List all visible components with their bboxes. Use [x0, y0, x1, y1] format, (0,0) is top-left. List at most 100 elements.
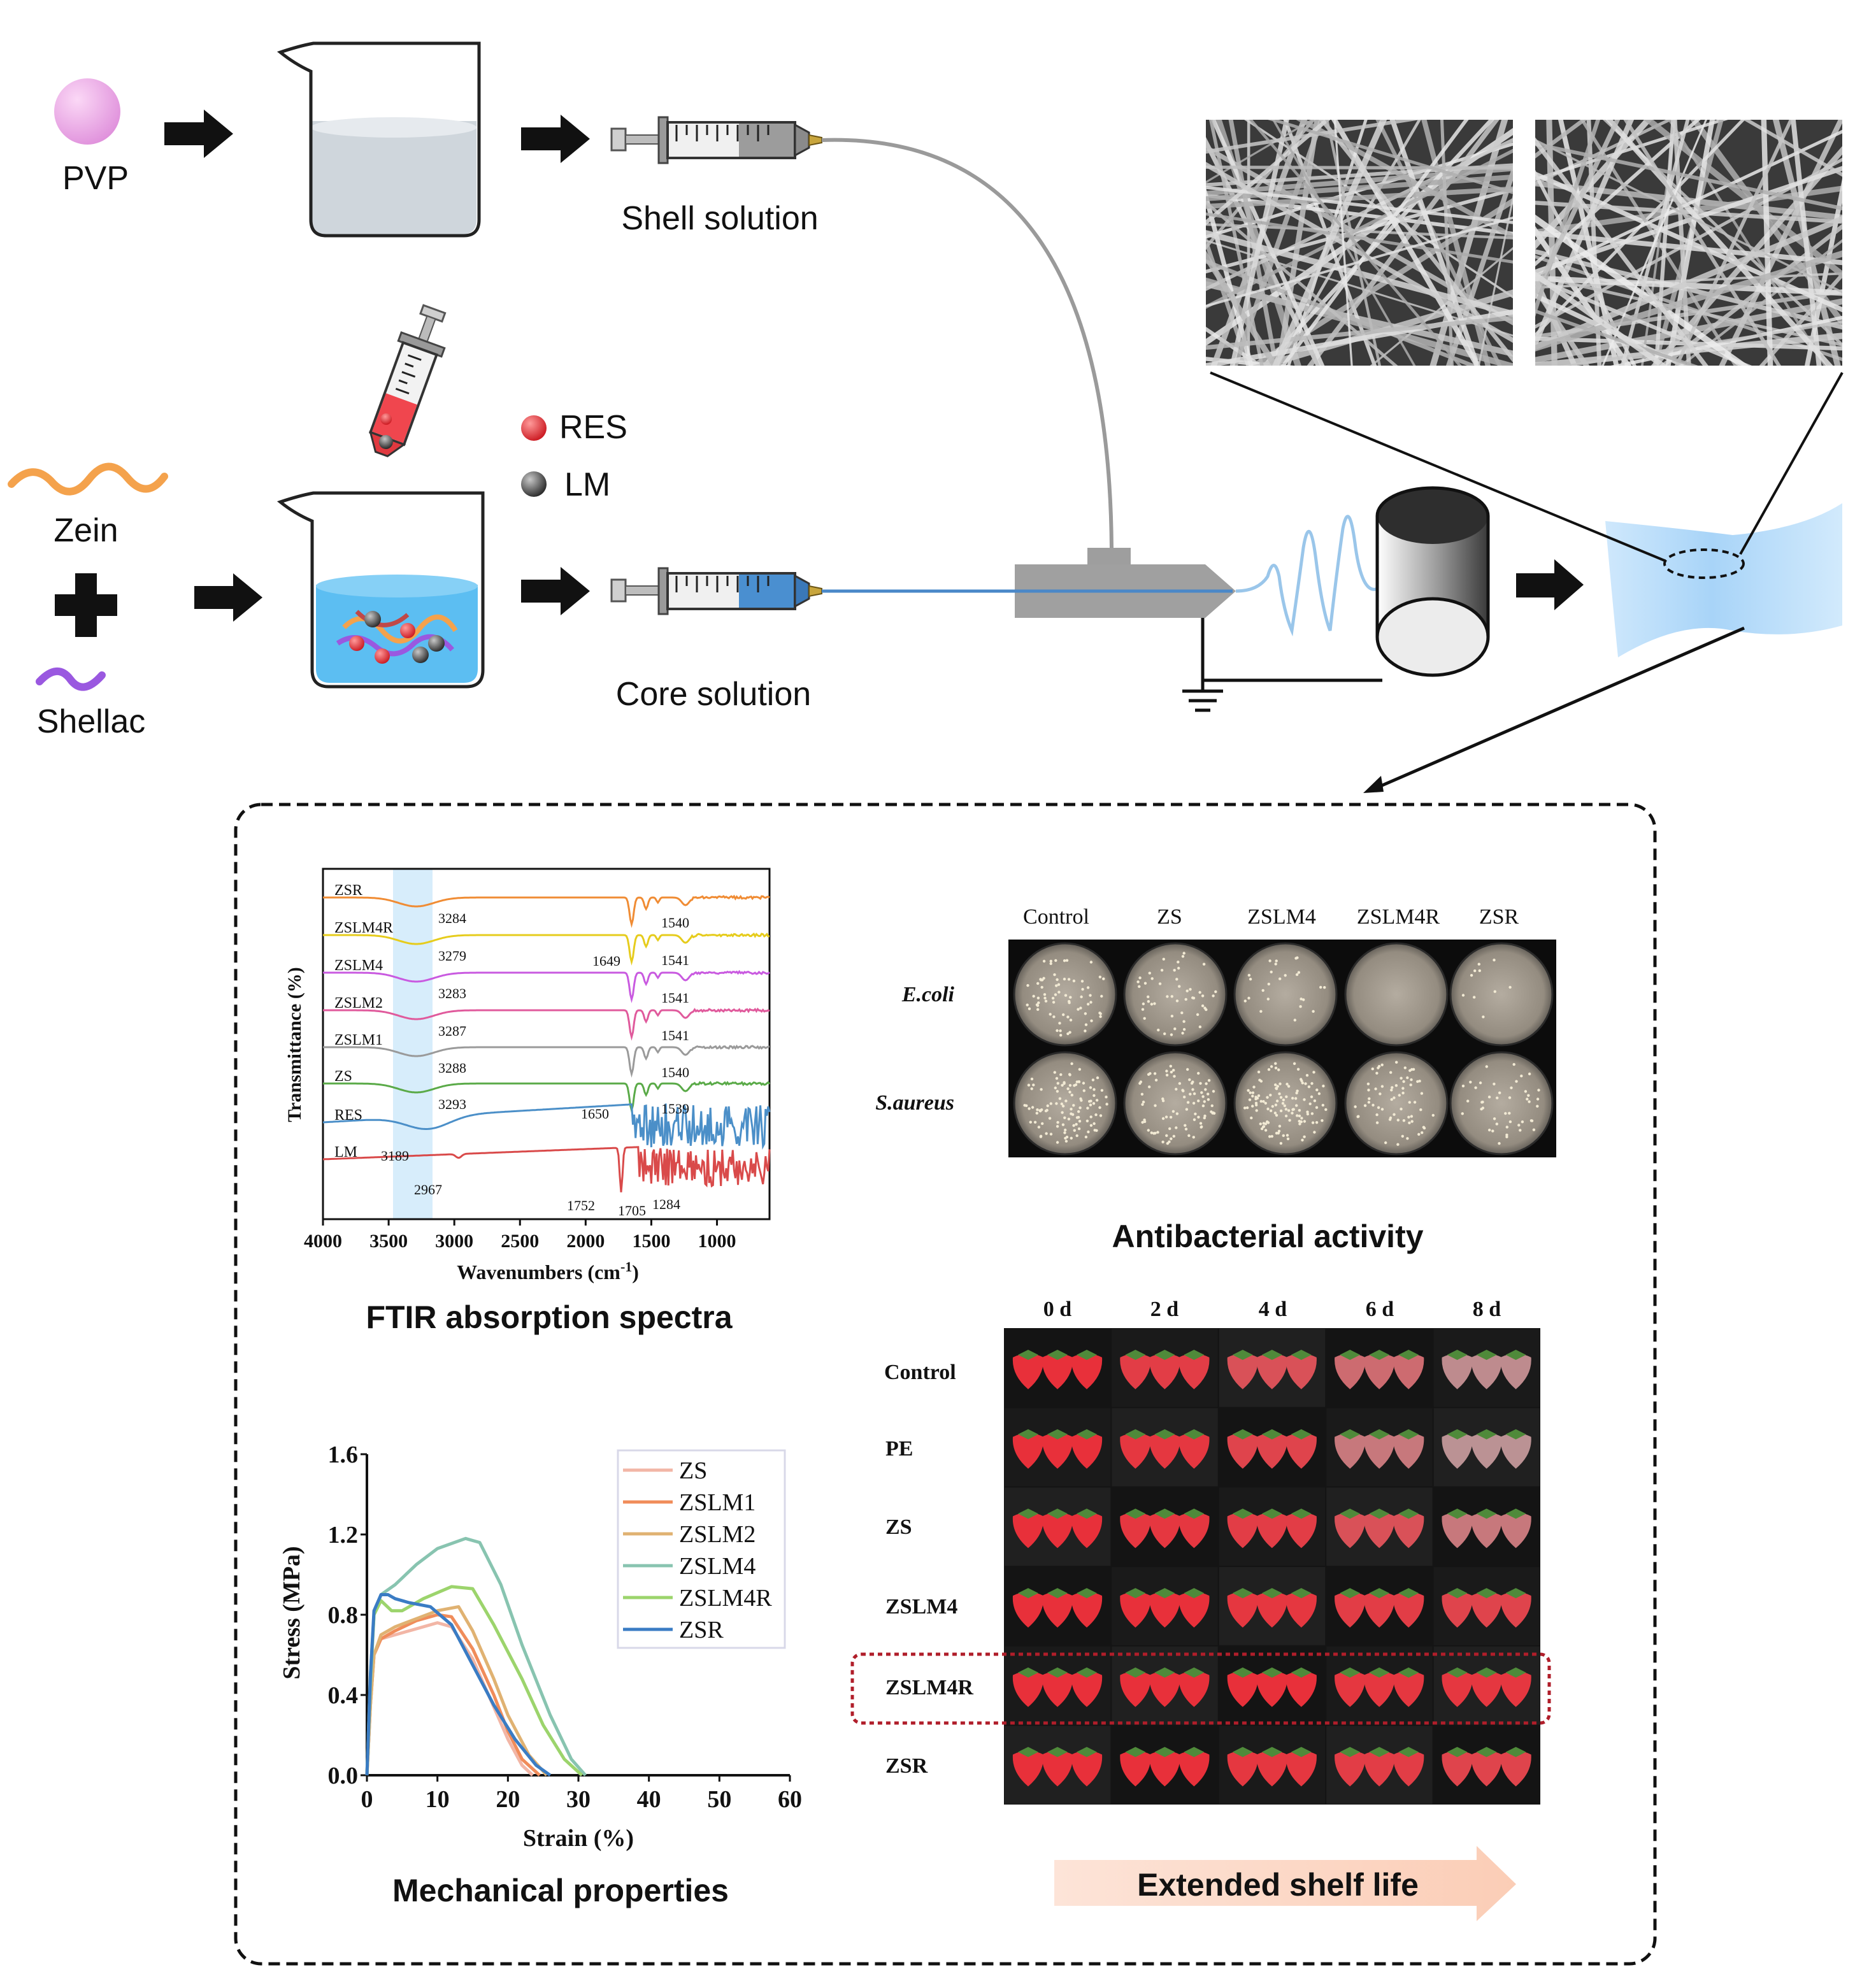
- colony: [1061, 1105, 1065, 1108]
- strawberry-photo: [1433, 1726, 1540, 1805]
- ftir-sample-label: ZS: [334, 1068, 352, 1085]
- arrow-icon: [521, 115, 590, 163]
- colony: [1508, 1112, 1511, 1115]
- colony: [1315, 1106, 1319, 1109]
- colony: [1308, 1102, 1312, 1106]
- colony: [1185, 1108, 1189, 1111]
- strawberry-photo: [1433, 1329, 1540, 1407]
- colony: [1166, 995, 1169, 998]
- strawberry: [1393, 1671, 1424, 1707]
- colony: [1478, 969, 1481, 973]
- colony: [1165, 1134, 1168, 1138]
- ftir-peak-label: 1539: [661, 1101, 689, 1117]
- colony: [1042, 959, 1046, 963]
- colony: [1200, 1091, 1203, 1094]
- colony: [1202, 962, 1206, 966]
- colony: [1173, 1075, 1176, 1078]
- colony: [1173, 969, 1176, 972]
- colony: [1311, 1121, 1315, 1124]
- colony: [1275, 959, 1278, 962]
- colony: [1089, 1001, 1092, 1004]
- colony: [1207, 1098, 1210, 1101]
- colony: [1073, 1129, 1077, 1132]
- colony: [1287, 1085, 1291, 1088]
- colony: [1466, 1099, 1470, 1103]
- ftir-peak-label: 3293: [438, 1096, 466, 1112]
- colony: [1086, 1106, 1089, 1110]
- colony: [1389, 1071, 1393, 1074]
- colony: [1286, 1137, 1290, 1141]
- colony: [1161, 1097, 1164, 1101]
- colony: [1245, 1106, 1249, 1110]
- colony: [1068, 999, 1071, 1003]
- colony: [1530, 1119, 1534, 1122]
- colony: [1032, 994, 1035, 998]
- colony: [1058, 1097, 1062, 1100]
- colony: [1063, 977, 1066, 981]
- legend-label: ZSLM4: [679, 1553, 756, 1580]
- ftir-peak-label: 1541: [661, 990, 689, 1006]
- y-tick-label: 1.6: [328, 1441, 359, 1468]
- sample-label: ZS: [885, 1515, 912, 1539]
- day-header: 0 d: [1043, 1298, 1072, 1321]
- strawberry: [1012, 1354, 1044, 1389]
- colony: [1413, 1101, 1417, 1104]
- colony: [1537, 1089, 1540, 1092]
- colony: [1028, 1107, 1031, 1110]
- colony: [1148, 971, 1152, 975]
- colony: [1363, 1104, 1367, 1107]
- colony: [1205, 1082, 1208, 1085]
- colony: [1521, 1120, 1524, 1124]
- strawberry: [1071, 1354, 1103, 1389]
- colony: [1276, 1085, 1280, 1088]
- colony: [1161, 1117, 1165, 1120]
- y-tick-label: 0.0: [328, 1763, 359, 1789]
- colony: [1198, 1025, 1202, 1029]
- colony: [1168, 1127, 1171, 1131]
- colony: [1026, 1003, 1029, 1006]
- colony: [1064, 1140, 1068, 1143]
- x-tick-label: 60: [778, 1786, 802, 1813]
- ftir-peak-label: 2967: [414, 1182, 442, 1198]
- colony: [1498, 1091, 1501, 1094]
- colony: [1095, 1099, 1099, 1102]
- colony: [1431, 1113, 1435, 1117]
- colony: [1033, 1120, 1037, 1124]
- colony: [1172, 1134, 1176, 1138]
- colony: [1070, 1112, 1073, 1115]
- mech-caption: Mechanical properties: [392, 1873, 729, 1908]
- colony: [1532, 1128, 1536, 1131]
- colony: [1078, 1120, 1082, 1123]
- strawberry: [1120, 1354, 1151, 1389]
- colony: [1300, 1117, 1303, 1120]
- sample-label: ZSLM4R: [885, 1676, 973, 1699]
- colony: [1098, 975, 1102, 979]
- colony: [1170, 1015, 1174, 1018]
- column-header: ZSLM4R: [1357, 905, 1440, 929]
- colony: [1192, 1092, 1196, 1096]
- ftir-sample-label: RES: [334, 1107, 362, 1124]
- pvp-label: PVP: [62, 160, 129, 197]
- colony: [1084, 1029, 1087, 1033]
- colony: [1268, 959, 1271, 962]
- colony: [1141, 1008, 1145, 1011]
- strawberry: [1364, 1433, 1395, 1469]
- colony: [1143, 1017, 1146, 1020]
- colony: [1517, 1124, 1521, 1127]
- colony: [1201, 1095, 1205, 1098]
- colony: [1170, 1033, 1173, 1036]
- colony: [1310, 1082, 1314, 1085]
- colony: [1171, 1110, 1175, 1113]
- strawberry: [1012, 1671, 1044, 1707]
- colony: [1073, 1084, 1076, 1087]
- colony: [1054, 993, 1057, 996]
- colony: [1169, 1115, 1173, 1119]
- colony: [1061, 1111, 1064, 1114]
- colony: [1192, 996, 1196, 1000]
- colony: [1186, 1101, 1190, 1104]
- colony: [1394, 1084, 1398, 1087]
- colony: [1406, 1076, 1409, 1080]
- colony: [1066, 1015, 1070, 1019]
- colony: [1323, 986, 1326, 989]
- colony: [1099, 1012, 1102, 1015]
